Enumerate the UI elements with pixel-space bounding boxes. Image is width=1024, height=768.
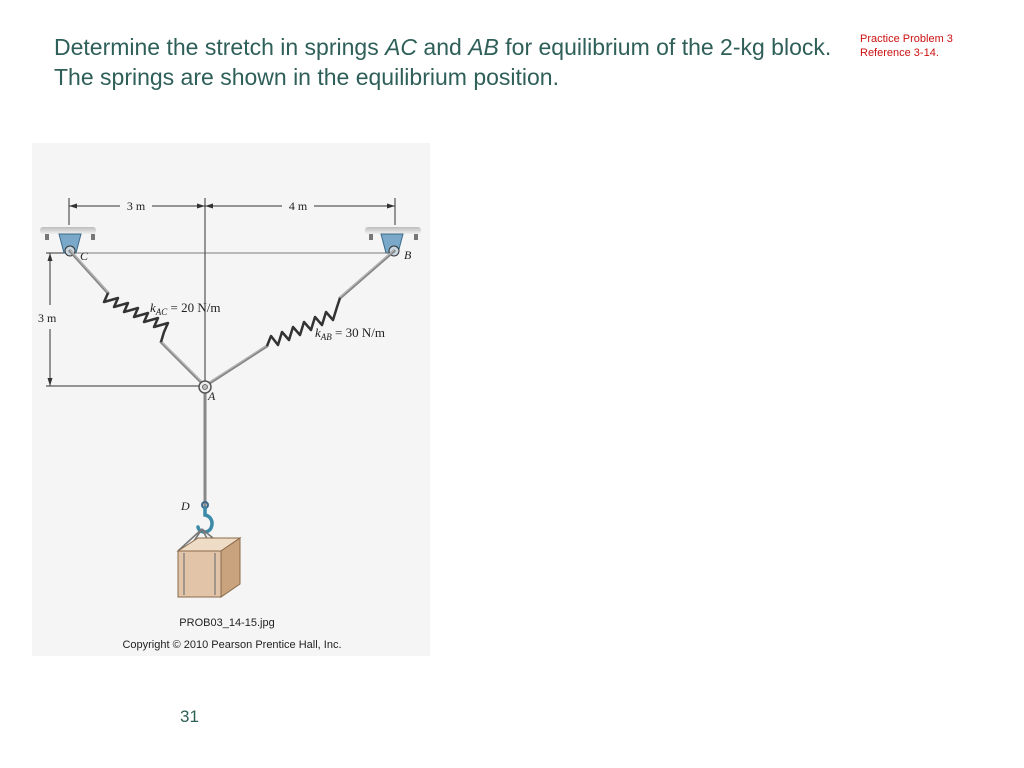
reference-note: Practice Problem 3 Reference 3-14. bbox=[860, 32, 953, 60]
figure-copyright: Copyright © 2010 Pearson Prentice Hall, … bbox=[122, 639, 341, 651]
k-ab-symbol: k bbox=[315, 325, 321, 340]
problem-figure: 3 m 4 m 3 m C B bbox=[32, 143, 430, 656]
title-text-2: for equilibrium of the 2-kg block. The s… bbox=[54, 34, 832, 90]
spring-rod-highlights bbox=[69, 249, 395, 386]
spring-ab-label: kAB = 30 N/m bbox=[315, 325, 385, 342]
dim-label-3m-top: 3 m bbox=[127, 199, 146, 213]
note-line-2: Reference 3-14. bbox=[860, 47, 939, 59]
point-c-label: C bbox=[80, 249, 89, 263]
title-text-and: and bbox=[417, 34, 469, 60]
k-ab-value: = 30 N/m bbox=[332, 325, 385, 340]
ceiling-right bbox=[365, 227, 421, 234]
spring-diagram: 3 m 4 m 3 m C B bbox=[32, 143, 430, 656]
dim-label-4m-top: 4 m bbox=[289, 199, 308, 213]
figure-filename: PROB03_14-15.jpg bbox=[179, 617, 274, 629]
spring-rods bbox=[68, 249, 396, 510]
dim-label-3m-side: 3 m bbox=[38, 311, 57, 325]
problem-statement: Determine the stretch in springs AC and … bbox=[54, 32, 834, 92]
point-a-label: A bbox=[207, 389, 216, 403]
slide-number: 31 bbox=[180, 707, 199, 726]
k-ac-symbol: k bbox=[150, 300, 156, 315]
title-text-1: Determine the stretch in springs bbox=[54, 34, 386, 60]
ceiling-left bbox=[40, 227, 96, 234]
spring-ac-label: kAC = 20 N/m bbox=[150, 300, 221, 317]
title-ac: AC bbox=[385, 34, 418, 60]
top-dimension bbox=[68, 198, 396, 393]
spring-ac bbox=[102, 292, 170, 343]
k-ac-value: = 20 N/m bbox=[167, 300, 220, 315]
title-ab: AB bbox=[468, 34, 499, 60]
note-line-1: Practice Problem 3 bbox=[860, 33, 953, 45]
block-2kg bbox=[176, 537, 242, 598]
point-b-label: B bbox=[404, 248, 412, 262]
spring-ab bbox=[265, 297, 342, 347]
k-ac-subscript: AC bbox=[155, 307, 168, 317]
k-ab-subscript: AB bbox=[320, 332, 332, 342]
point-d-label: D bbox=[180, 499, 190, 513]
ring-a bbox=[198, 380, 212, 394]
